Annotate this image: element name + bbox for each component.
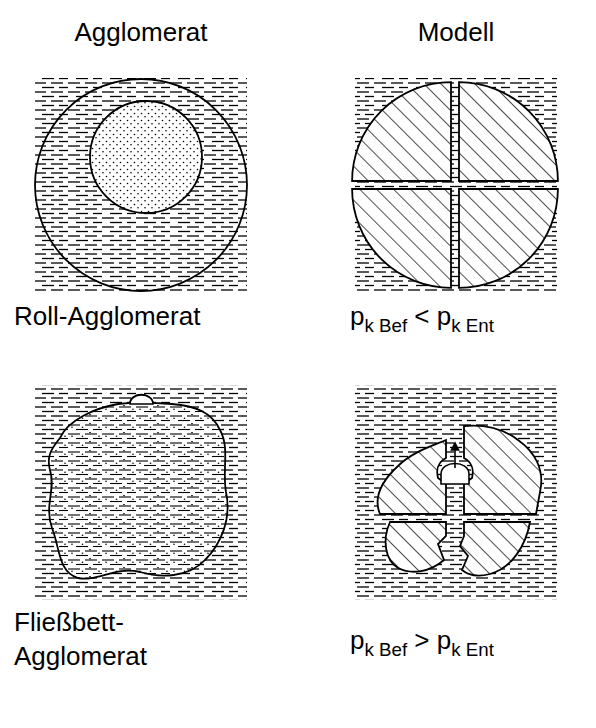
column-heading: Modell — [418, 16, 495, 50]
agglomerate-name: Roll-Agglomerat — [14, 300, 200, 334]
fluidized-bed-agglomerate — [35, 385, 247, 600]
column-heading: Agglomerat — [75, 16, 208, 50]
pressure-relation: pk Bef < pk Ent — [350, 300, 494, 338]
fluidized-bed-model — [355, 385, 557, 600]
roll-agglomerate — [35, 78, 247, 292]
pressure-relation: pk Bef > pk Ent — [350, 624, 494, 662]
agglomerate-name: Fließbett- Agglomerat — [14, 606, 184, 674]
roll-model — [352, 78, 558, 292]
